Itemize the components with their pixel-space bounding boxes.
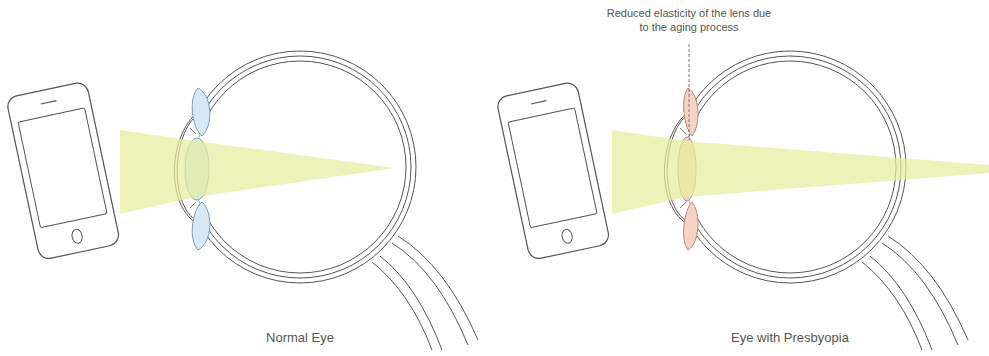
leader-line	[689, 44, 690, 140]
figure-caption: Eye with Presbyopia	[700, 330, 880, 347]
callout-label: Reduced elasticity of the lens due to th…	[604, 6, 774, 35]
figure-caption: Normal Eye	[220, 330, 380, 347]
